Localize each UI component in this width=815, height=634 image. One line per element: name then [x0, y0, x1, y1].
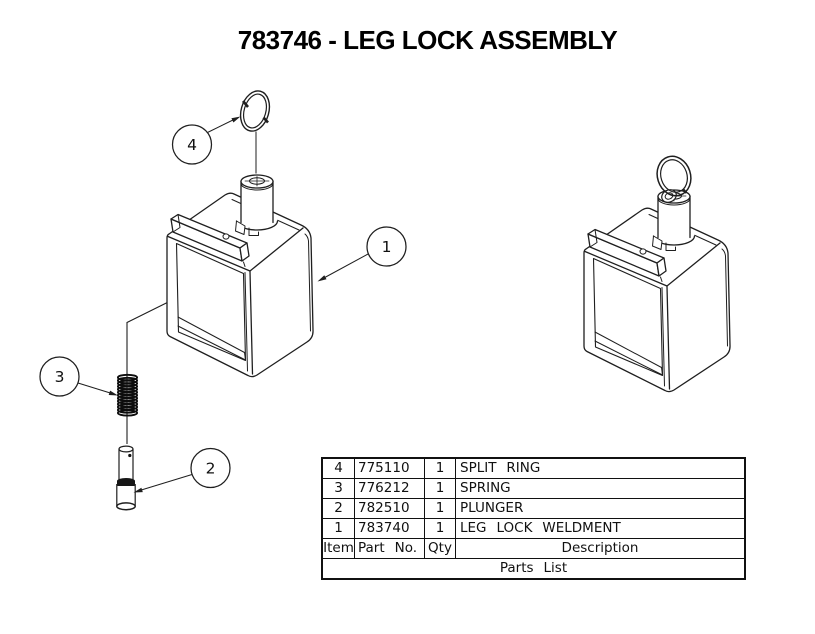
balloon-4: 4: [171, 116, 241, 165]
description-cell: SPLIT RING: [455, 457, 746, 479]
plunger: [116, 445, 136, 511]
header-qty: Qty: [424, 538, 456, 559]
arrowhead: [108, 390, 118, 396]
item-cell: 4: [321, 457, 355, 479]
description-cell: SPRING: [455, 478, 746, 499]
table-row: 1 783740 1 LEG LOCK WELDMENT: [321, 518, 746, 539]
header-description: Description: [455, 538, 746, 559]
qty-cell: 1: [424, 457, 456, 479]
qty-cell: 1: [424, 518, 456, 539]
item-cell: 2: [321, 498, 355, 519]
arrowhead: [133, 487, 143, 493]
part-no-cell: 782510: [354, 498, 425, 519]
split-ring: [239, 90, 271, 174]
table-row: 2 782510 1 PLUNGER: [321, 498, 746, 519]
description-cell: LEG LOCK WELDMENT: [455, 518, 746, 539]
exploded-view: 4 1 3 2: [39, 90, 407, 511]
leader-line: [207, 118, 237, 133]
table-title: Parts List: [321, 558, 746, 580]
balloon-number: 3: [55, 368, 65, 386]
table-row: 4 775110 1 SPLIT RING: [321, 457, 746, 479]
part-no-cell: 783740: [354, 518, 425, 539]
qty-cell: 1: [424, 498, 456, 519]
parts-list-table: 4 775110 1 SPLIT RING 3 776212 1 SPRING …: [321, 457, 746, 580]
qty-cell: 1: [424, 478, 456, 499]
description-cell: PLUNGER: [455, 498, 746, 519]
table-row: 3 776212 1 SPRING: [321, 478, 746, 499]
item-cell: 3: [321, 478, 355, 499]
part-no-cell: 775110: [354, 457, 425, 479]
balloon-3: 3: [39, 356, 118, 397]
leader-line: [137, 474, 193, 492]
balloon-number: 1: [382, 238, 392, 256]
spring: [116, 373, 139, 417]
balloon-number: 2: [206, 460, 216, 478]
table-footer-row: Parts List: [321, 558, 746, 580]
part-no-cell: 776212: [354, 478, 425, 499]
balloon-number: 4: [187, 136, 197, 154]
item-cell: 1: [321, 518, 355, 539]
arrowhead: [231, 116, 241, 123]
leader-line: [77, 382, 114, 395]
assembled-view: [583, 155, 731, 393]
leg-lock-weldment-assembled: [583, 189, 731, 393]
balloon-2: 2: [133, 447, 231, 493]
header-part-no: Part No.: [354, 538, 425, 559]
split-ring-assembled: [656, 155, 692, 197]
table-header-row: Item Part No. Qty Description: [321, 538, 746, 559]
balloon-1: 1: [317, 226, 407, 282]
page-title: 783746 - LEG LOCK ASSEMBLY: [237, 25, 618, 55]
arrowhead: [317, 275, 327, 282]
header-item: Item: [321, 538, 355, 559]
leader-line: [321, 253, 370, 280]
leg-lock-weldment: [166, 174, 314, 378]
